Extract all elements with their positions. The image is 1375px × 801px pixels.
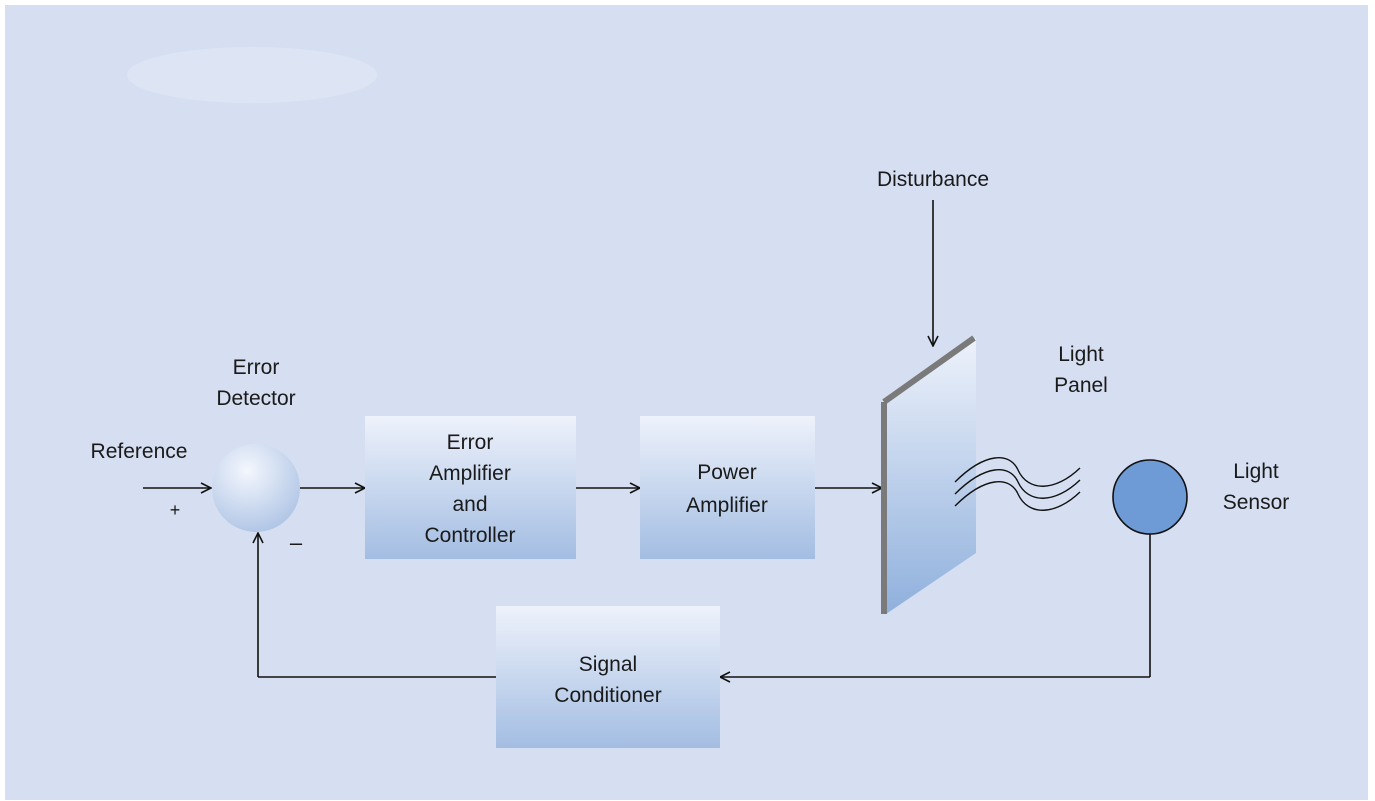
light-panel-label: Light bbox=[1058, 343, 1104, 366]
power-amplifier-label: Power bbox=[697, 461, 757, 484]
light-panel-edge bbox=[882, 335, 976, 405]
disturbance-label: Disturbance bbox=[877, 168, 989, 191]
faded-smudge bbox=[127, 47, 377, 103]
error-detector-label: Error bbox=[233, 356, 280, 379]
signal-conditioner-label: Conditioner bbox=[554, 684, 661, 707]
error-amplifier-label: Amplifier bbox=[429, 462, 511, 485]
light-wave-icon bbox=[954, 469, 1081, 499]
signal-conditioner-label: Signal bbox=[579, 653, 637, 676]
light-panel-label: Panel bbox=[1054, 374, 1108, 397]
light-panel bbox=[886, 338, 976, 614]
error-detector-junction bbox=[212, 444, 300, 532]
error-amplifier-label: and bbox=[452, 493, 487, 516]
error-detector-label: Detector bbox=[216, 387, 295, 410]
error-amplifier-block bbox=[365, 416, 576, 559]
light-wave-icon bbox=[954, 481, 1081, 511]
error-amplifier-label: Controller bbox=[424, 524, 515, 547]
signal-conditioner-block bbox=[496, 606, 720, 748]
reference-label: Reference bbox=[91, 440, 188, 463]
power-amplifier-label: Amplifier bbox=[686, 494, 768, 517]
minus-sign: – bbox=[290, 530, 303, 555]
light-sensor-label: Light bbox=[1233, 460, 1279, 483]
power-amplifier-block bbox=[640, 416, 815, 559]
light-sensor-label: Sensor bbox=[1223, 491, 1290, 514]
plus-sign: + bbox=[170, 500, 181, 520]
light-wave-icon bbox=[954, 457, 1081, 487]
error-amplifier-label: Error bbox=[447, 431, 494, 454]
light-sensor bbox=[1112, 459, 1188, 535]
